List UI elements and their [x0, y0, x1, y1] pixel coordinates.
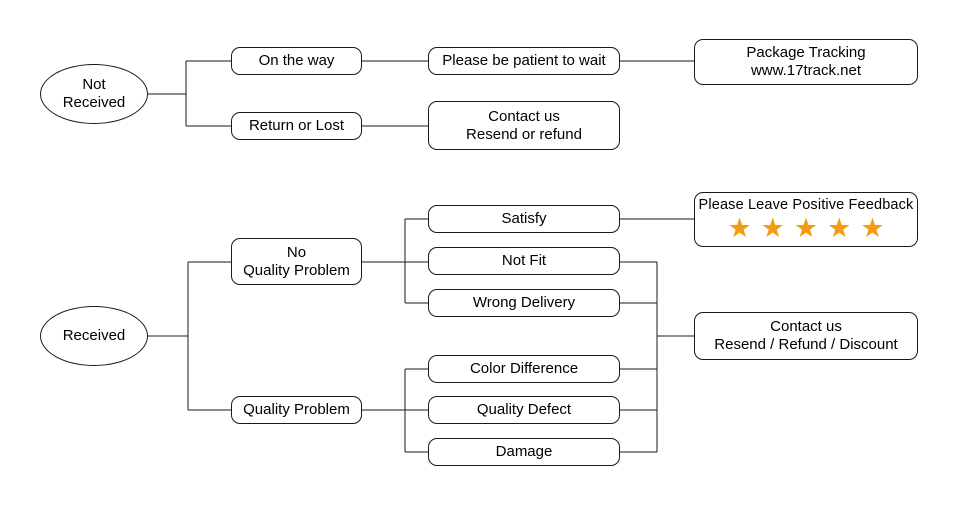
node-quality-defect[interactable]: Quality Defect — [428, 396, 620, 424]
node-on-the-way-label: On the way — [258, 52, 335, 70]
node-contact-resend-refund-discount-label: Contact us Resend / Refund / Discount — [714, 318, 898, 353]
node-not-received-label: Not Received — [62, 76, 126, 111]
star-icon[interactable]: ★ — [727, 213, 752, 244]
node-wrong-delivery[interactable]: Wrong Delivery — [428, 289, 620, 317]
node-damage-label: Damage — [495, 443, 553, 461]
node-not-received[interactable]: Not Received — [40, 64, 148, 124]
node-color-difference[interactable]: Color Difference — [428, 355, 620, 383]
node-quality-defect-label: Quality Defect — [476, 401, 572, 419]
node-no-quality-problem-label: No Quality Problem — [243, 243, 350, 279]
node-color-difference-label: Color Difference — [469, 360, 579, 378]
node-package-tracking-label: Package Tracking www.17track.net — [746, 44, 866, 79]
node-contact-resend-or-refund-label: Contact us Resend or refund — [466, 107, 582, 143]
node-positive-feedback[interactable]: Please Leave Positive Feedback ★ ★ ★ ★ ★ — [694, 192, 918, 247]
node-no-quality-problem[interactable]: No Quality Problem — [231, 238, 362, 285]
feedback-title: Please Leave Positive Feedback — [698, 196, 914, 213]
node-not-fit[interactable]: Not Fit — [428, 247, 620, 275]
feedback-content: Please Leave Positive Feedback ★ ★ ★ ★ ★ — [695, 197, 917, 242]
node-not-fit-label: Not Fit — [501, 252, 547, 270]
star-icon[interactable]: ★ — [793, 213, 819, 244]
node-package-tracking[interactable]: Package Tracking www.17track.net — [694, 39, 918, 85]
node-quality-problem-label: Quality Problem — [243, 401, 350, 419]
node-contact-resend-refund-discount[interactable]: Contact us Resend / Refund / Discount — [694, 312, 918, 360]
node-on-the-way[interactable]: On the way — [231, 47, 362, 75]
rating-stars[interactable]: ★ ★ ★ ★ ★ — [727, 215, 884, 242]
node-quality-problem[interactable]: Quality Problem — [231, 396, 362, 424]
node-satisfy-label: Satisfy — [501, 210, 547, 228]
node-satisfy[interactable]: Satisfy — [428, 205, 620, 233]
node-return-or-lost[interactable]: Return or Lost — [231, 112, 362, 140]
node-received-label: Received — [62, 327, 126, 345]
node-wrong-delivery-label: Wrong Delivery — [472, 294, 576, 312]
node-received[interactable]: Received — [40, 306, 148, 366]
node-be-patient-to-wait-label: Please be patient to wait — [442, 52, 606, 70]
star-icon[interactable]: ★ — [827, 213, 852, 244]
node-contact-resend-or-refund[interactable]: Contact us Resend or refund — [428, 101, 620, 150]
node-return-or-lost-label: Return or Lost — [248, 117, 345, 135]
node-damage[interactable]: Damage — [428, 438, 620, 466]
star-icon[interactable]: ★ — [860, 213, 885, 244]
star-icon[interactable]: ★ — [760, 213, 785, 244]
node-be-patient-to-wait[interactable]: Please be patient to wait — [428, 47, 620, 75]
